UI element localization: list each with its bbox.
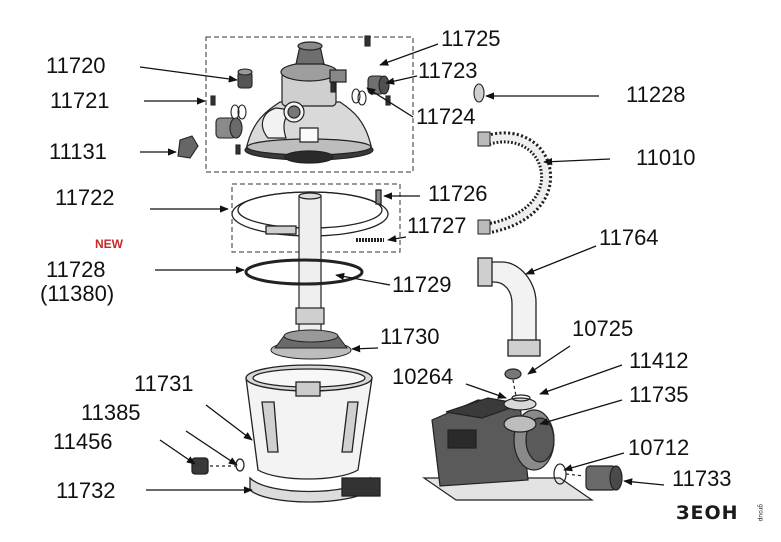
label-11732: 11732 [56,478,116,503]
label-11722: 11722 [55,185,115,210]
label-11727: 11727 [407,213,467,238]
label-11228: 11228 [626,82,686,107]
label-11735: 11735 [629,382,689,407]
label-11131: 11131 [49,139,107,164]
label-11723: 11723 [418,58,478,83]
label-10725: 10725 [572,316,634,341]
brand-logo-sub: group [757,504,764,522]
label-11725: 11725 [441,26,501,51]
label-11726: 11726 [428,181,488,206]
label-11720: 11720 [46,53,106,78]
label-11764: 11764 [599,225,659,250]
label-11380: (11380) [40,281,115,306]
label-11729: 11729 [392,272,452,297]
pump-elbow [477,257,541,357]
multiport-valve [244,41,374,164]
label-11733: 11733 [672,466,732,491]
filter-tank [191,364,381,503]
label-11010: 11010 [636,145,696,170]
label-11730: 11730 [380,324,440,349]
new-badge: NEW [95,237,123,251]
brand-logo: ЗЕОН [676,502,739,524]
o-ring [244,258,364,286]
label-11412: 11412 [629,348,689,373]
label-11385: 11385 [81,400,141,425]
leader-lines [139,43,665,494]
label-11728: 11728 [46,257,106,282]
label-11724: 11724 [416,104,476,129]
center-pipe [295,192,325,337]
label-11721: 11721 [50,88,110,113]
pump-body [422,368,623,501]
label-11456: 11456 [53,429,113,454]
lateral-diffuser [270,329,352,360]
label-10712: 10712 [628,435,690,460]
label-11731: 11731 [134,371,194,396]
label-10264: 10264 [392,364,454,389]
valve-group-box [205,36,414,173]
flex-hose [477,131,553,235]
